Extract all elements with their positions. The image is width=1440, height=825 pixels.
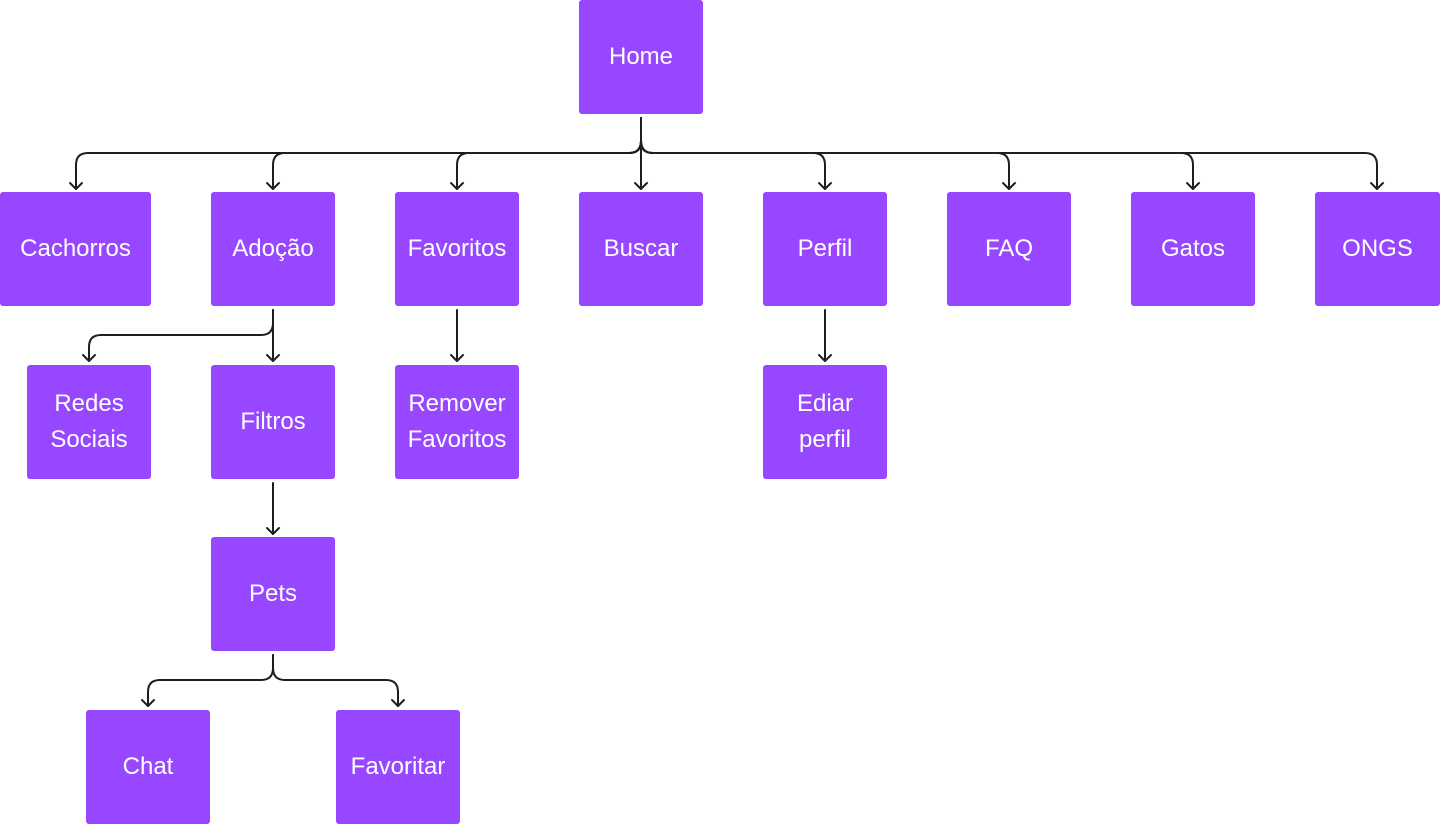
arrowhead <box>1186 182 1200 190</box>
node-label: Perfil <box>797 235 853 262</box>
node-label: Favoritar <box>350 753 446 780</box>
node-adocao[interactable]: Adoção <box>211 192 335 306</box>
arrowhead <box>450 182 464 190</box>
arrowhead <box>69 182 83 190</box>
edge-home-favoritos <box>456 117 642 190</box>
node-buscar[interactable]: Buscar <box>579 192 703 306</box>
node-label: Home <box>608 43 674 70</box>
edge-pets-favoritar <box>272 654 399 707</box>
node-redes-sociais[interactable]: Redes Sociais <box>27 365 151 479</box>
node-label: Favoritos <box>407 235 507 262</box>
arrowhead <box>818 182 832 190</box>
arrowhead <box>82 354 96 362</box>
node-label: Adoção <box>232 235 314 262</box>
node-ongs[interactable]: ONGS <box>1315 192 1440 306</box>
node-label: Remover Favoritos <box>402 386 513 458</box>
node-label: Chat <box>122 753 174 780</box>
arrowhead <box>1002 182 1016 190</box>
node-filtros[interactable]: Filtros <box>211 365 335 479</box>
node-editar-perfil[interactable]: Ediar perfil <box>763 365 887 479</box>
node-label-line2: Favoritos <box>407 426 507 453</box>
node-home[interactable]: Home <box>579 0 703 114</box>
arrowhead <box>266 182 280 190</box>
arrowhead <box>266 527 280 535</box>
node-label: ONGS <box>1342 235 1413 262</box>
node-label: Gatos <box>1160 235 1226 262</box>
arrowhead <box>818 354 832 362</box>
node-label: Filtros <box>240 408 306 435</box>
node-perfil[interactable]: Perfil <box>763 192 887 306</box>
arrowhead <box>634 182 648 190</box>
node-favoritar[interactable]: Favoritar <box>336 710 460 824</box>
edge-pets-chat <box>147 654 274 707</box>
node-chat[interactable]: Chat <box>86 710 210 824</box>
node-label: Ediar perfil <box>791 386 859 458</box>
edge-adocao-redes-sociais <box>88 309 274 362</box>
arrowhead <box>450 354 464 362</box>
node-label-line1: Remover <box>408 390 506 417</box>
node-label: Cachorros <box>20 235 131 262</box>
arrowhead <box>1370 182 1384 190</box>
edge-home-ongs <box>640 117 1378 190</box>
node-label: Buscar <box>603 235 679 262</box>
node-label-line1: Ediar <box>796 390 854 417</box>
node-label-line2: perfil <box>798 426 852 453</box>
node-pets[interactable]: Pets <box>211 537 335 651</box>
node-remover-favoritos[interactable]: Remover Favoritos <box>395 365 519 479</box>
node-faq[interactable]: FAQ <box>947 192 1071 306</box>
node-favoritos[interactable]: Favoritos <box>395 192 519 306</box>
arrowhead <box>141 699 155 707</box>
node-label-line2: Sociais <box>50 426 128 453</box>
arrowhead <box>391 699 405 707</box>
node-label-line1: Redes <box>54 390 124 417</box>
node-gatos[interactable]: Gatos <box>1131 192 1255 306</box>
arrowhead <box>266 354 280 362</box>
node-label: Pets <box>248 580 298 607</box>
node-label: FAQ <box>984 235 1033 262</box>
node-cachorros[interactable]: Cachorros <box>0 192 151 306</box>
node-label: Redes Sociais <box>44 386 133 458</box>
